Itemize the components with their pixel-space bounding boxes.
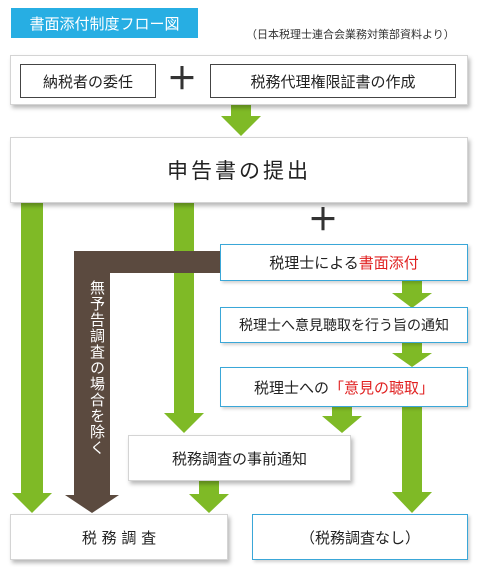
arrow-hearing-to-no-audit — [392, 406, 432, 513]
arrow-to-filing — [221, 102, 261, 136]
arrow-hearing-to-pre-notice — [322, 406, 362, 433]
arrow-to-hearing-notice — [392, 280, 432, 308]
arrow-pre-notice-to-audit — [189, 480, 229, 513]
no-audit-box: （税務調査なし） — [252, 514, 468, 560]
attachment-box: 税理士による書面添付 — [220, 244, 468, 281]
filing-box: 申告書の提出 — [10, 137, 468, 203]
arrow-filing-to-pre-notice — [164, 203, 204, 433]
attachment-prefix: 税理士による — [269, 254, 359, 272]
hearing-box: 税理士への「意見の聴取」 — [220, 367, 468, 407]
hearing-notice-box: 税理士へ意見聴取を行う旨の通知 — [220, 307, 468, 343]
source-note: （日本税理士連合会業務対策部資料より） — [246, 28, 455, 41]
diagram-title: 書面添付制度フロー図 — [11, 8, 198, 38]
arrow-exception-to-audit — [65, 251, 222, 513]
attachment-highlight: 書面添付 — [358, 254, 419, 272]
hearing-prefix: 税理士への — [253, 378, 329, 397]
certificate-box: 税務代理権限証書の作成 — [210, 64, 456, 98]
plus-sign-top: ＋ — [167, 62, 197, 97]
hearing-highlight: 「意見の聴取」 — [329, 378, 435, 397]
arrow-filing-to-audit — [12, 203, 52, 513]
arrow-to-hearing — [392, 342, 432, 367]
audit-box: 税 務 調 査 — [10, 514, 228, 560]
exception-label: 無予告調査の場合を除く — [88, 280, 106, 456]
pre-notice-box: 税務調査の事前通知 — [128, 435, 351, 481]
plus-sign-middle: ＋ — [308, 203, 338, 238]
delegation-box: 納税者の委任 — [20, 64, 156, 98]
